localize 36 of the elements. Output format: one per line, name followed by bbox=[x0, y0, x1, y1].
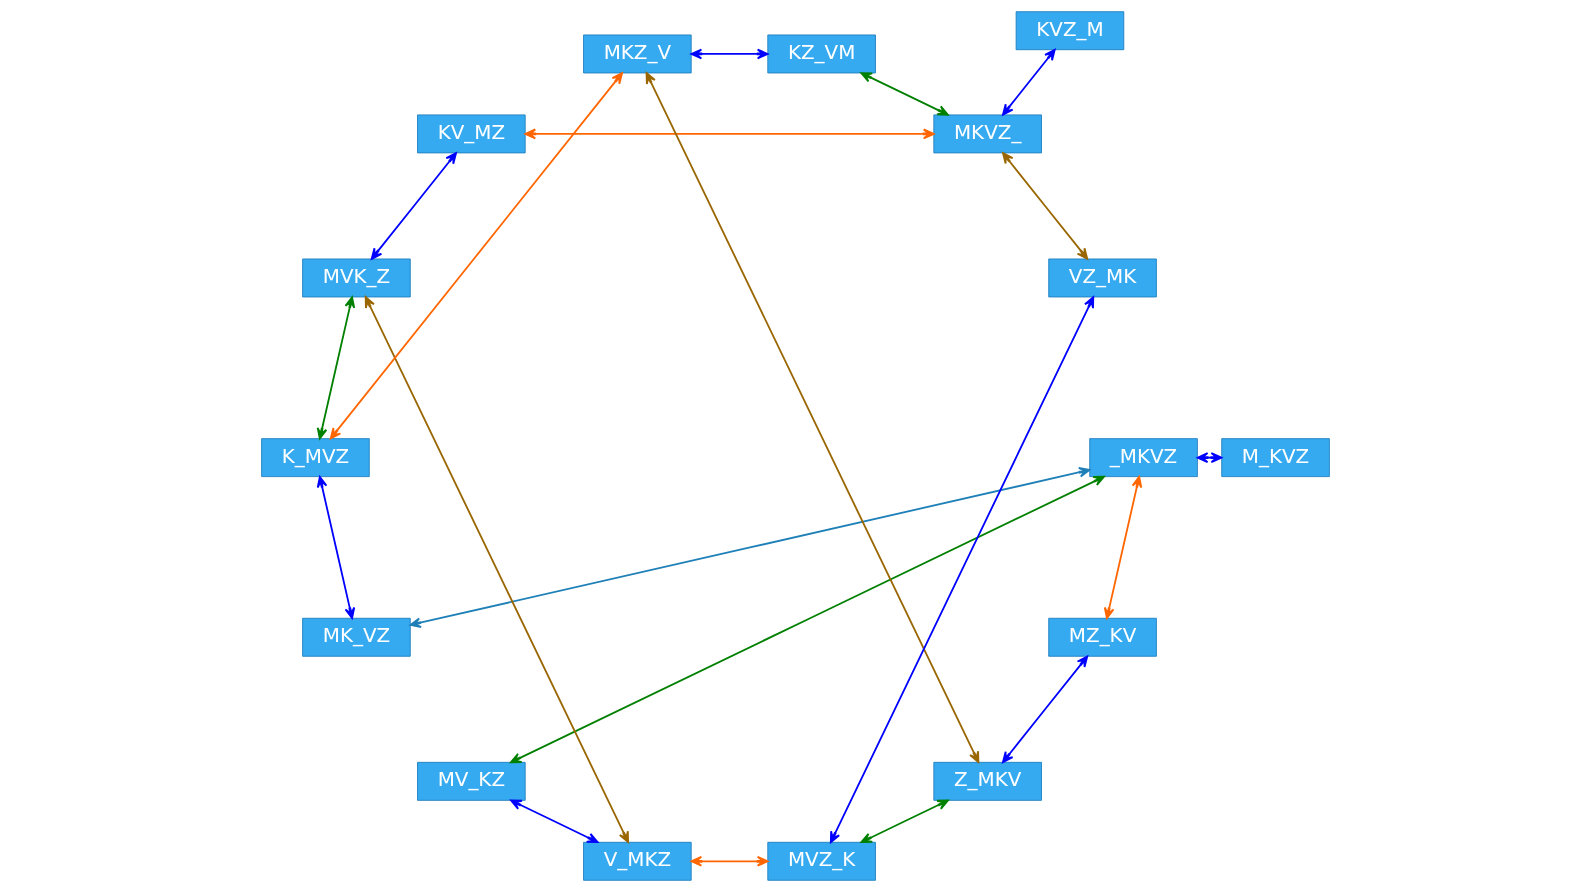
node-box: KZ_VM bbox=[767, 34, 876, 74]
arrow bbox=[316, 296, 356, 440]
arrow bbox=[690, 855, 769, 867]
node-box: V_MKZ bbox=[583, 841, 692, 881]
arrow bbox=[860, 72, 949, 116]
node-box: MK_VZ bbox=[302, 617, 411, 657]
node-box: KV_MZ bbox=[417, 114, 526, 154]
arrow bbox=[690, 48, 769, 60]
node-box: MV_KZ bbox=[417, 761, 526, 801]
arrow bbox=[329, 72, 623, 440]
arrow bbox=[860, 799, 949, 844]
node-box: K_MVZ bbox=[261, 438, 370, 478]
node-box: VZ_MK bbox=[1048, 258, 1157, 298]
arrow bbox=[510, 799, 599, 844]
arrow bbox=[316, 475, 356, 620]
arrow bbox=[509, 475, 1105, 764]
arrow bbox=[829, 296, 1095, 844]
arrow bbox=[409, 466, 1091, 628]
arrow bbox=[1002, 655, 1089, 764]
node-box: Z_MKV bbox=[933, 761, 1042, 801]
node-box: MKZ_V bbox=[583, 34, 692, 74]
arrow bbox=[1196, 452, 1223, 463]
node-box: M_KVZ bbox=[1221, 438, 1330, 478]
arrow bbox=[364, 296, 629, 843]
arrow bbox=[1002, 48, 1056, 116]
arrow bbox=[524, 128, 935, 140]
arrow bbox=[370, 152, 457, 260]
arrow bbox=[1103, 475, 1143, 620]
node-box: MVZ_K bbox=[767, 841, 876, 881]
node-box: KVZ_M bbox=[1015, 11, 1125, 51]
arrow bbox=[1002, 152, 1089, 260]
node-box: MVK_Z bbox=[302, 258, 411, 298]
node-box: MKVZ_ bbox=[933, 114, 1042, 154]
node-box: MZ_KV bbox=[1048, 617, 1157, 657]
arrow bbox=[645, 72, 980, 764]
node-box: _MKVZ bbox=[1089, 438, 1198, 478]
